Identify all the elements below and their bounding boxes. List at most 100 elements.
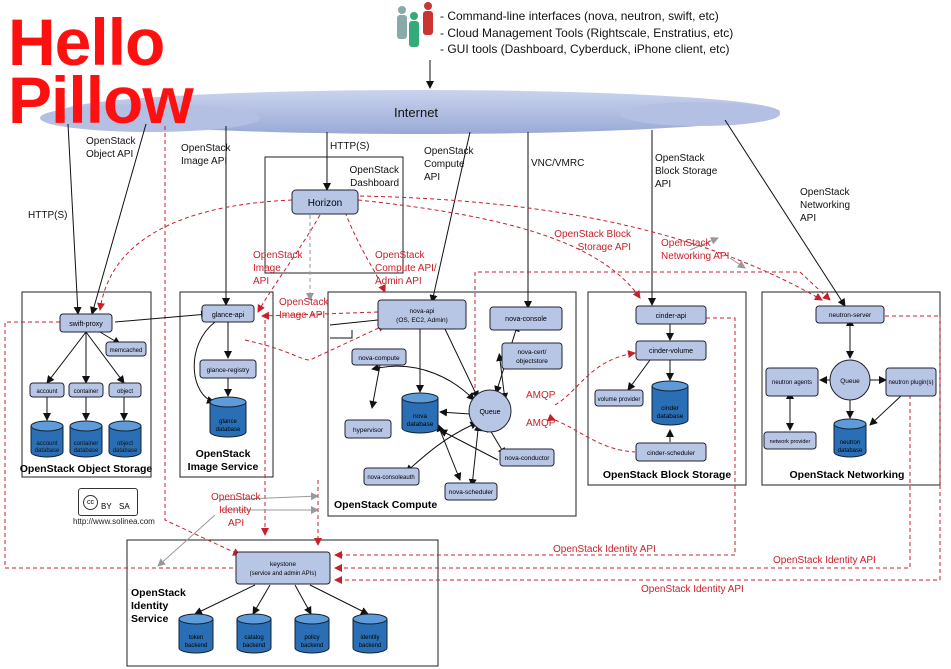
compute-title: OpenStack Compute [334,499,437,511]
neutron-server-label: neutron-server [829,312,872,319]
nova-conductor-box [499,448,555,467]
cinder-scheduler-box [635,442,707,462]
identity-backend-label-2: backend [359,643,382,649]
network-provider-box [763,431,817,450]
http-label-top: HTTP(S) [330,141,369,152]
cinder-volume-box [635,340,707,361]
client-tool-3: - GUI tools (Dashboard, Cyberduck, iPhon… [440,42,730,56]
object-label: object [117,389,133,395]
token-backend-db [178,613,214,654]
image-api-label-1: OpenStack [181,143,231,154]
hello-overlay-line-1: Hello [8,5,165,79]
neutron-server-box [815,305,885,324]
nova-compute-box [351,348,407,366]
cinder-db [651,380,689,426]
client-tool-2: - Cloud Management Tools (Rightscale, En… [440,25,734,40]
nova-conductor-label: nova-conductor [505,455,551,462]
compute-api-label-1: OpenStack [424,146,474,157]
object-storage-panel [21,291,152,478]
nova-cert-box [501,342,563,370]
nova-db-label-2: database [407,421,434,428]
net-api-label-1: OpenStack [800,187,850,198]
nova-console-box [489,306,563,331]
net-api-label-3: API [800,213,816,224]
swift-proxy-box [59,313,113,333]
network-queue [829,359,871,401]
compute-queue-label: Queue [479,409,500,416]
policy-backend-label-1: policy [304,635,319,641]
compute-panel [327,291,577,517]
horizon-box [291,189,359,215]
red-block-api-1: OpenStack Block [554,229,632,240]
object-db [108,420,142,458]
container-db-label-2: database [74,448,99,454]
red-identity-api-3: API [228,518,244,529]
red-image-api-2: Image [253,263,281,274]
glance-registry-box [199,359,257,379]
object-storage-title: OpenStack Object Storage [20,463,153,475]
cinder-api-label: cinder-api [656,313,687,320]
red-compute-api-2: Compute API/ [375,263,437,274]
users-icon [397,2,433,47]
neutron-agents-label: neutron agents [772,380,812,386]
account-db-label-2: database [35,448,60,454]
glance-registry-label: glance-registry [207,367,250,374]
catalog-backend-label-2: backend [243,643,266,649]
nova-db [401,392,439,434]
cinder-db-label-2: database [657,413,684,420]
identity-api-label-3: OpenStack Identity API [641,584,744,595]
block-storage-title: OpenStack Block Storage [603,469,732,481]
identity-panel [126,539,439,667]
nova-scheduler-box [444,482,498,501]
red-compute-api-1: OpenStack [375,250,425,261]
container-db [69,420,103,458]
cinder-api-box [635,305,707,325]
nova-cert-label-2: objectstore [516,358,548,365]
red-compute-api-3: Admin API [375,276,422,287]
nova-compute-label: nova-compute [358,355,400,362]
image-service-title-2: Image Service [188,461,259,473]
container-db-label-1: container [74,441,99,447]
red-image-api-3: API [253,276,269,287]
red-identity-api-2: Identity [219,505,251,516]
catalog-backend-label-1: catalog [244,635,263,641]
red-identity-api-1: OpenStack [211,492,261,503]
memcached-label: memcached [110,348,143,354]
policy-backend-label-2: backend [301,643,324,649]
identity-title-3: Service [131,613,169,625]
red-image-api-1: OpenStack [253,250,303,261]
glance-db-label-2: database [216,427,241,433]
hypervisor-label: hypervisor [353,427,384,434]
block-api-label-1: OpenStack [655,153,705,164]
client-tools-legend: - Command-line interfaces (nova, neutron… [440,8,733,58]
cinder-db-label-1: cinder [661,405,680,412]
red-block-api-2: Storage API [578,242,631,253]
red-image-api2-1: OpenStack [279,297,329,308]
glance-api-box [201,304,255,323]
account-label: account [36,389,57,395]
glance-db [209,396,247,438]
internet-cloud-right [620,102,780,126]
volume-provider-box [594,389,644,407]
network-queue-label: Queue [840,378,860,385]
nova-consoleauth-box [363,467,420,486]
client-tool-1: - Command-line interfaces (nova, neutron… [440,9,719,23]
neutron-db [833,418,867,458]
policy-backend-db [294,613,330,654]
glance-api-label: glance-api [212,312,245,319]
object-api-label-1: OpenStack [86,136,136,147]
container-label: container [74,389,99,395]
compute-api-label-2: Compute [424,159,465,170]
memcached-box [105,341,147,357]
neutron-plugins-box [885,367,937,397]
catalog-backend-db [236,613,272,654]
dashboard-title-1: OpenStack [350,165,400,176]
license-url[interactable]: http://www.solinea.com [73,517,155,526]
volume-provider-label: volume provider [598,397,641,403]
networking-title: OpenStack Networking [790,469,905,481]
nova-api-label-1: nova-api [410,308,435,315]
amqp-label-2: AMQP [526,418,556,429]
nova-consoleauth-label: nova-consoleauth [367,475,414,481]
nova-scheduler-label: nova-scheduler [449,489,494,496]
